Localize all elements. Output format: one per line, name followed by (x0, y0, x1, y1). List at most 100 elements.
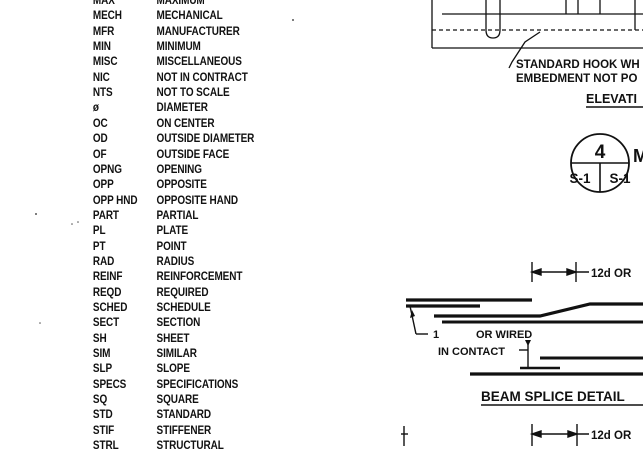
abbreviation-code: MFR (92, 24, 115, 38)
abbreviation-meaning: OPPOSITE (156, 178, 207, 192)
abbreviation-row: MECH MECHANICAL (0, 9, 258, 23)
abbreviation-meaning: MECHANICAL (156, 9, 223, 23)
abbreviation-code: MAX (92, 0, 115, 7)
abbreviation-meaning: MAXIMUM (156, 0, 205, 7)
abbreviation-meaning: OUTSIDE FACE (156, 147, 230, 161)
abbreviation-meaning: PLATE (156, 224, 189, 238)
abbreviation-code: OPP (92, 178, 114, 192)
abbreviation-row: OPP OPPOSITE (0, 178, 258, 192)
abbreviation-code: REINF (92, 270, 123, 284)
section-trailing-letter: M (633, 146, 643, 166)
abbreviation-row: NIC NOT IN CONTRACT (0, 71, 258, 85)
abbreviation-code: ø (92, 101, 99, 115)
section-sheet-left: S-1 (569, 171, 591, 186)
abbreviation-row: MISC MISCELLANEOUS (0, 55, 258, 69)
elevation-note-line1: STANDARD HOOK WH (516, 59, 640, 71)
abbreviation-code: OF (92, 147, 107, 161)
abbreviation-row: REINF REINFORCEMENT (0, 270, 258, 284)
abbreviation-code: PL (92, 224, 106, 238)
abbreviation-code: NTS (92, 86, 113, 100)
abbreviation-row: PT POINT (0, 240, 258, 254)
abbreviation-row: ø DIAMETER (0, 101, 258, 115)
abbreviation-row: NTS NOT TO SCALE (0, 86, 258, 100)
splice-top-dimension: 12d OR (591, 268, 632, 280)
abbreviation-row: SCHED SCHEDULE (0, 301, 258, 315)
abbreviation-row: SLP SLOPE (0, 362, 258, 376)
elevation-note-line2: EMBEDMENT NOT PO (516, 73, 637, 85)
abbreviation-meaning: SLOPE (156, 362, 190, 376)
abbreviation-code: SIM (92, 347, 111, 361)
section-marker: 4 S-1 S-1 M (569, 133, 643, 193)
abbreviation-meaning: MISCELLANEOUS (156, 55, 242, 69)
abbreviation-code: OC (92, 116, 108, 130)
scan-specks (35, 19, 294, 324)
abbreviation-row: OPP HND OPPOSITE HAND (0, 194, 258, 208)
abbreviation-code: STRL (92, 439, 119, 453)
abbreviation-code: SECT (92, 316, 120, 330)
abbreviation-code: SQ (92, 393, 108, 407)
section-sheet-right: S-1 (609, 171, 631, 186)
elevation-detail (431, 0, 643, 69)
abbreviation-row: STIF STIFFENER (0, 424, 258, 438)
abbreviation-meaning: NOT IN CONTRACT (156, 70, 248, 84)
abbreviation-meaning: REINFORCEMENT (156, 270, 243, 284)
abbreviation-meaning: SIMILAR (156, 347, 197, 361)
abbreviation-code: SCHED (92, 301, 128, 314)
splice-title: BEAM SPLICE DETAIL (481, 389, 625, 404)
abbreviation-meaning: RADIUS (156, 254, 195, 268)
abbreviation-meaning: OPPOSITE HAND (156, 193, 239, 207)
abbreviation-code: NIC (92, 70, 110, 84)
abbreviation-code: OPP HND (92, 193, 138, 207)
abbreviation-code: REQD (92, 285, 122, 299)
abbreviation-row: OF OUTSIDE FACE (0, 148, 258, 162)
abbreviation-code: PT (92, 239, 106, 253)
abbreviation-meaning: STANDARD (156, 408, 212, 422)
abbreviation-row: SECT SECTION (0, 316, 258, 330)
splice-lap-note: OR WIRED (476, 329, 532, 341)
abbreviation-row: STRL STRUCTURAL (0, 439, 258, 453)
abbreviation-code: OD (92, 132, 108, 146)
abbreviation-code: SPECS (92, 377, 127, 391)
abbreviation-code: PART (92, 208, 119, 222)
abbreviation-row: PL PLATE (0, 224, 258, 238)
abbreviation-code: STIF (92, 423, 115, 437)
section-number: 4 (595, 142, 606, 163)
abbreviation-meaning: ON CENTER (156, 116, 215, 130)
abbreviation-code: MECH (92, 9, 122, 23)
abbreviation-row: MFR MANUFACTURER (0, 25, 258, 39)
abbreviation-meaning: POINT (156, 239, 187, 253)
beam-splice-detail (401, 262, 643, 446)
abbreviation-code: SH (92, 331, 107, 345)
abbreviation-code: MISC (92, 55, 118, 69)
abbreviation-meaning: MINIMUM (156, 40, 201, 54)
splice-lap-value: 1 (433, 329, 439, 341)
abbreviation-code: MIN (92, 40, 111, 54)
abbreviation-meaning: DIAMETER (156, 101, 208, 115)
abbreviation-meaning: NOT TO SCALE (156, 86, 230, 100)
abbreviation-meaning: MANUFACTURER (156, 24, 240, 38)
abbreviation-code: SLP (92, 362, 113, 376)
abbreviation-meaning: SQUARE (156, 393, 199, 407)
splice-contact-note: IN CONTACT (438, 346, 505, 358)
abbreviation-row: MAX MAXIMUM (0, 0, 258, 8)
abbreviation-meaning: SECTION (156, 316, 201, 330)
abbreviation-row: OD OUTSIDE DIAMETER (0, 132, 258, 146)
abbreviation-code: STD (92, 408, 113, 422)
abbreviation-meaning: OUTSIDE DIAMETER (156, 132, 255, 146)
abbreviation-row: MIN MINIMUM (0, 40, 258, 54)
abbreviation-meaning: STIFFENER (156, 423, 212, 437)
abbreviation-meaning: STRUCTURAL (156, 439, 224, 453)
abbreviation-row: SIM SIMILAR (0, 347, 258, 361)
splice-bottom-dimension: 12d OR (591, 430, 632, 442)
abbreviation-meaning: OPENING (156, 162, 202, 176)
abbreviation-meaning: SCHEDULE (156, 301, 211, 314)
